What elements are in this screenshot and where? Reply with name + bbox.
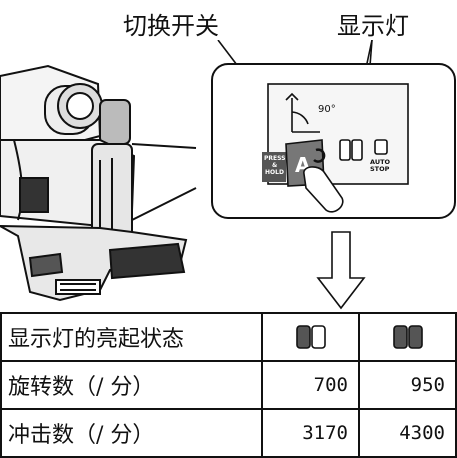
down-arrow-icon bbox=[316, 231, 366, 310]
table-row-indicator: 显示灯的亮起状态 bbox=[0, 312, 457, 362]
row-label-impact: 冲击数（/ 分） bbox=[0, 408, 263, 458]
finger-icon bbox=[303, 166, 344, 213]
press-text: PRESS bbox=[264, 155, 286, 162]
angle-label: 90° bbox=[318, 104, 336, 115]
impact-value-2: 4300 bbox=[358, 408, 457, 458]
rotation-value-2: 950 bbox=[358, 360, 457, 410]
drill-illustration: 90° PRESS & HOLD A AUTO STOP bbox=[0, 40, 456, 310]
indicator-state-2-icon bbox=[392, 325, 423, 349]
press-hold-tag bbox=[262, 152, 286, 182]
panel-lamp-right bbox=[351, 139, 363, 161]
impact-value-1: 3170 bbox=[261, 408, 360, 458]
indicator-label: 显示灯 bbox=[337, 12, 409, 40]
indicator-state-cell-2 bbox=[358, 312, 457, 362]
amp-text: & bbox=[272, 162, 277, 169]
rotation-value-1: 700 bbox=[261, 360, 360, 410]
table-row-impact: 冲击数（/ 分） 3170 4300 bbox=[0, 408, 457, 458]
spec-table: 显示灯的亮起状态 旋转数（/ 分） 700 950 冲击数（/ 分） 3170 … bbox=[0, 312, 457, 458]
switch-label: 切换开关 bbox=[123, 12, 219, 40]
rotation-mark-icon bbox=[313, 148, 326, 163]
hold-text: HOLD bbox=[265, 169, 284, 176]
stop-text: STOP bbox=[370, 165, 390, 173]
indicator-state-1-icon bbox=[295, 325, 326, 349]
drill-body bbox=[0, 64, 197, 302]
angle-icon bbox=[285, 92, 320, 133]
row-label-rotation: 旋转数（/ 分） bbox=[0, 360, 263, 410]
row-label-indicator: 显示灯的亮起状态 bbox=[0, 312, 263, 362]
auto-stop-button bbox=[374, 139, 388, 155]
indicator-state-cell-1 bbox=[261, 312, 360, 362]
panel-lamp-left bbox=[339, 139, 351, 161]
table-row-rotation: 旋转数（/ 分） 700 950 bbox=[0, 360, 457, 410]
auto-text: AUTO bbox=[370, 158, 391, 166]
